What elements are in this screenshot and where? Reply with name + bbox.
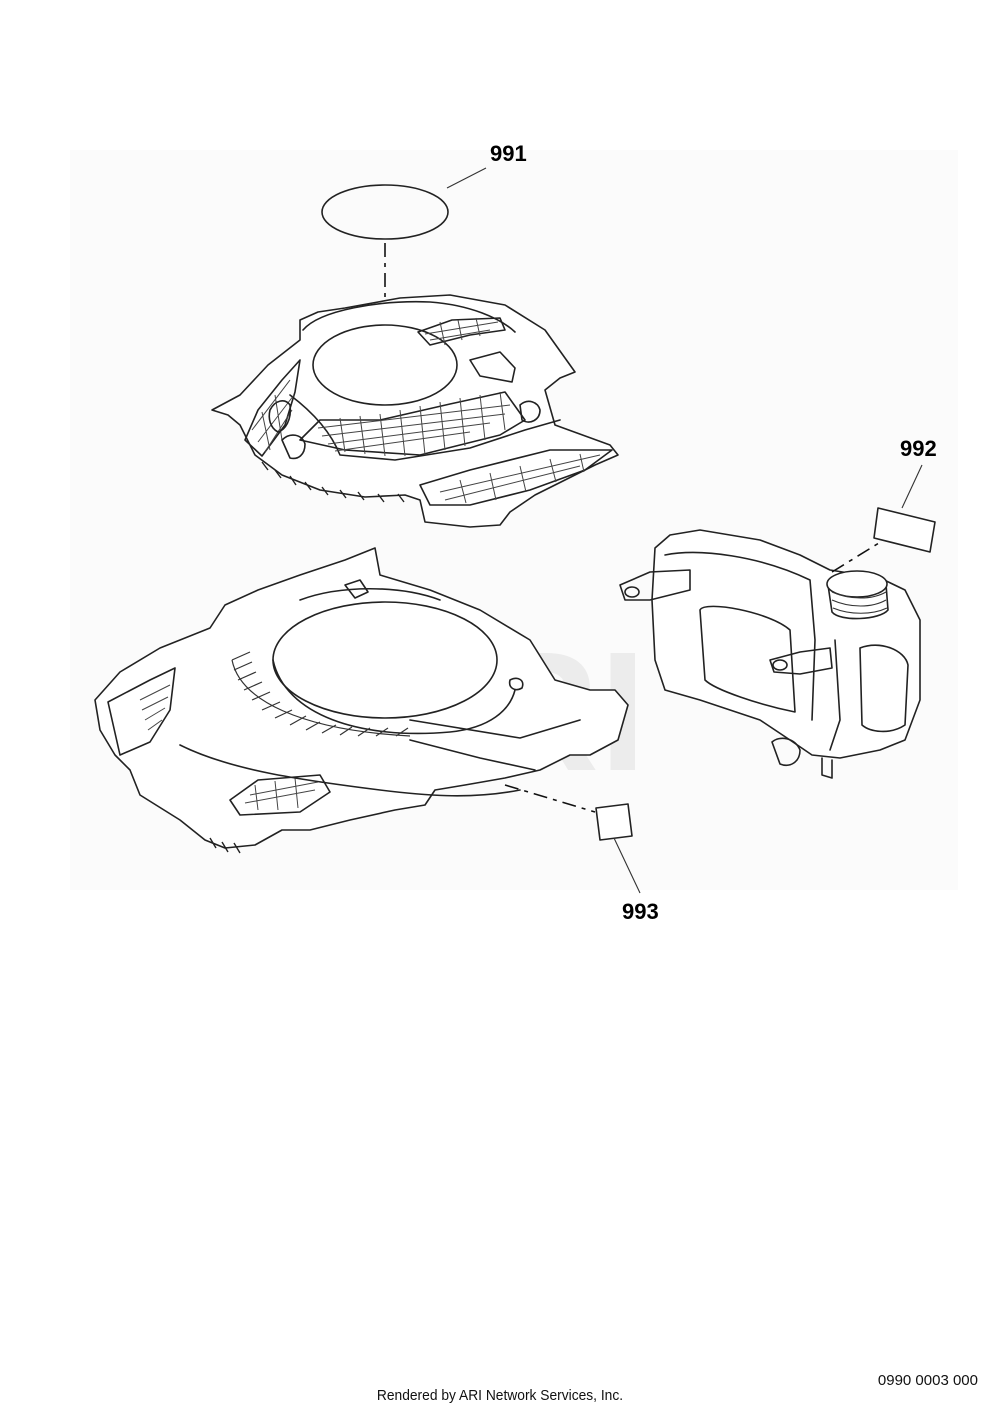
upper-shroud-vent-pattern (317, 391, 511, 457)
drawing-number: 0990 0003 000 (877, 1372, 978, 1389)
fuel-tank (619, 529, 921, 779)
lower-housing-fins (231, 651, 411, 737)
lower-housing (94, 547, 629, 854)
footer-credit: Rendered by ARI Network Services, Inc. (376, 1387, 624, 1404)
callout-993[interactable]: 993 (622, 899, 659, 924)
upper-shroud (211, 294, 619, 528)
leader-993 (613, 837, 641, 894)
callout-992[interactable]: 992 (900, 436, 937, 461)
part-991-seal[interactable] (321, 184, 449, 240)
part-993-decal[interactable] (595, 803, 633, 841)
callout-991[interactable]: 991 (490, 141, 527, 166)
leader-992 (901, 464, 923, 509)
leader-991 (446, 167, 487, 189)
part-992-decal[interactable] (873, 507, 936, 553)
